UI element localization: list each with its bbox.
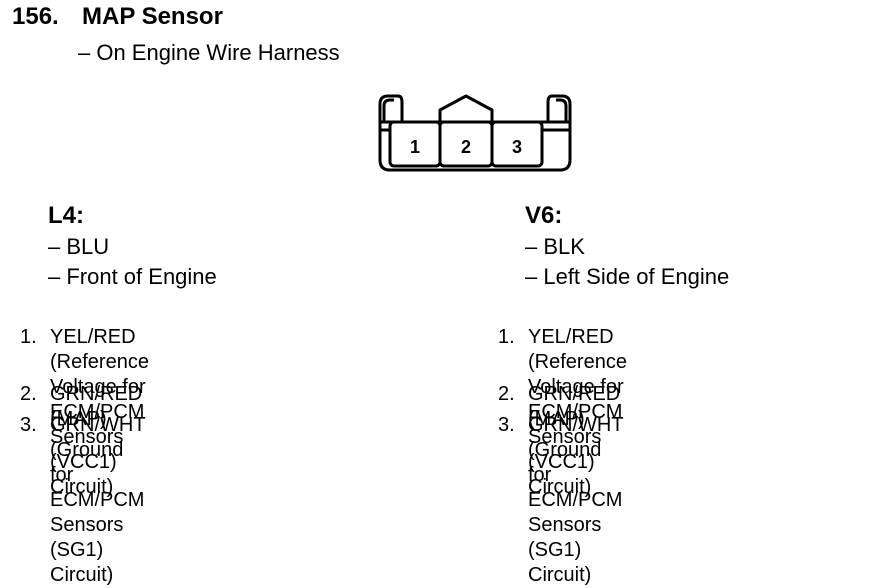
wire-color-line: – BLU bbox=[48, 234, 110, 259]
pin-number: 3. bbox=[498, 414, 515, 436]
pin-number: 2. bbox=[20, 383, 37, 405]
pin-description: GRN/WHT (Ground for ECM/PCM Sensors (SG1… bbox=[528, 414, 624, 586]
connector-diagram: 1 2 3 bbox=[378, 94, 572, 172]
location-line: – Front of Engine bbox=[48, 264, 217, 289]
pin-description: GRN/RED (MAP) bbox=[528, 383, 621, 430]
pin-cavity-3 bbox=[490, 120, 544, 168]
pin-number: 1. bbox=[498, 326, 515, 348]
column-heading: L4: bbox=[48, 202, 84, 229]
left-latch bbox=[378, 94, 404, 122]
right-latch bbox=[546, 94, 572, 122]
pin-number: 3. bbox=[20, 414, 37, 436]
pin-label-2: 2 bbox=[461, 137, 471, 157]
pin-label-3: 3 bbox=[512, 137, 522, 157]
wire-color-line: – BLK bbox=[525, 234, 585, 259]
location-line: – Left Side of Engine bbox=[525, 264, 730, 289]
column-heading: V6: bbox=[525, 202, 563, 229]
connector-body bbox=[378, 120, 572, 172]
section-number: 156. bbox=[12, 3, 59, 30]
pin-description: GRN/WHT (Ground for ECM/PCM Sensors (SG1… bbox=[50, 414, 146, 586]
pin-number: 2. bbox=[498, 383, 515, 405]
pin-description: GRN/RED (MAP) bbox=[50, 383, 143, 430]
pin-label-1: 1 bbox=[410, 137, 420, 157]
page-title: MAP Sensor bbox=[82, 3, 223, 30]
page-subtitle: – On Engine Wire Harness bbox=[78, 40, 340, 65]
connector-key bbox=[438, 94, 494, 122]
pin-number: 1. bbox=[20, 326, 37, 348]
